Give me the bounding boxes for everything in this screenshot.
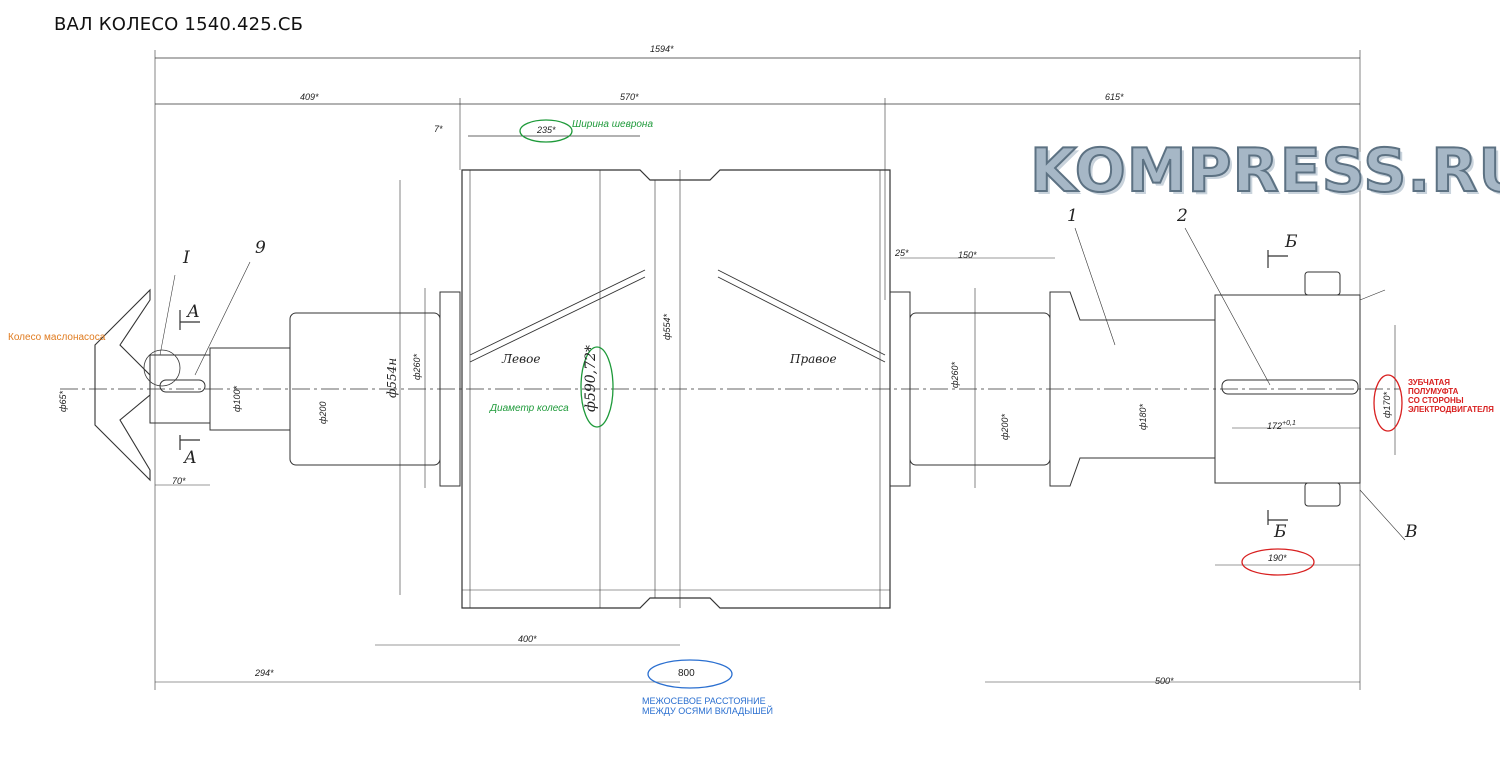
mark-right-hand: Правое: [790, 352, 837, 366]
pump-impeller-shape: [94, 288, 151, 482]
dim-right-part: 615*: [1105, 92, 1124, 102]
mark-section-I: I: [183, 248, 190, 268]
dim-len-172: 172+0,1: [1267, 420, 1296, 431]
dim-gap-25: 25*: [895, 248, 909, 258]
dim-d200-right: ф200*: [1000, 413, 1010, 440]
shaft-d260-left: [439, 291, 461, 487]
chevron-right: [717, 269, 886, 356]
highlight-coupling-d170: [1373, 374, 1403, 432]
dim-d170: ф170*: [1382, 391, 1392, 418]
drawing-title: ВАЛ КОЛЕСО 1540.425.СБ: [54, 14, 304, 35]
dim-len-190: 190*: [1268, 553, 1287, 563]
chevron-left: [469, 269, 646, 356]
dim-d180: ф180*: [1138, 403, 1148, 430]
dim-d100: ф100*: [232, 385, 242, 412]
mark-pos-9: 9: [255, 238, 266, 258]
highlight-coupling-190: [1241, 548, 1315, 576]
mark-pos-2: 2: [1177, 206, 1188, 226]
label-gear-coupling: ЗУБЧАТАЯ ПОЛУМУФТА СО СТОРОНЫ ЭЛЕКТРОДВИ…: [1408, 378, 1494, 414]
dim-middle-part: 570*: [620, 92, 639, 102]
dim-len-400: 400*: [518, 634, 537, 644]
dim-wheel-diameter: ф590,72*: [583, 345, 599, 412]
wheel-body: [461, 169, 891, 609]
dim-len-500: 500*: [1155, 676, 1174, 686]
gear-coupling: [1214, 294, 1361, 484]
dim-len-294: 294*: [255, 668, 274, 678]
detail-circle-I: [143, 349, 181, 387]
dim-gap-7: 7*: [434, 124, 443, 134]
mark-section-B-bottom: Б: [1274, 522, 1287, 542]
shaft-d180: [1049, 291, 1216, 487]
dim-total-length: 1594*: [650, 44, 674, 54]
dim-chevron-width: 235*: [537, 125, 556, 135]
highlight-chevron-width: [519, 119, 573, 143]
label-oil-pump-wheel: Колесо маслонасоса: [8, 332, 106, 343]
dim-len-150: 150*: [958, 250, 977, 260]
mark-pos-1: 1: [1067, 206, 1078, 226]
mark-section-B-top: Б: [1285, 232, 1298, 252]
dim-center-distance: 800: [678, 668, 695, 679]
mark-section-A-bottom: А: [184, 448, 197, 468]
mark-left-hand: Левое: [502, 352, 541, 366]
label-wheel-diameter: Диаметр колеса: [490, 403, 569, 414]
mark-section-A-top: А: [187, 302, 200, 322]
mark-view-V: В: [1405, 522, 1418, 542]
watermark-logo: KOMPRESS.RU: [1029, 135, 1500, 207]
dim-left-part: 409*: [300, 92, 319, 102]
dim-d260-left: ф260*: [412, 353, 422, 380]
dim-len-70: 70*: [172, 476, 186, 486]
highlight-wheel-diameter: [580, 346, 614, 428]
dim-d554h: ф554н: [385, 357, 399, 398]
dim-d554: ф554*: [662, 313, 672, 340]
dim-d65: ф65*: [58, 390, 68, 412]
highlight-center-distance: [647, 659, 733, 689]
dim-d200-left: ф200: [318, 401, 328, 424]
dim-d260-right: ф260*: [950, 361, 960, 388]
label-chevron-width: Ширина шеврона: [572, 119, 654, 130]
label-center-distance: МЕЖОСЕВОЕ РАССТОЯНИЕ МЕЖДУ ОСЯМИ ВКЛАДЫШ…: [642, 696, 773, 716]
